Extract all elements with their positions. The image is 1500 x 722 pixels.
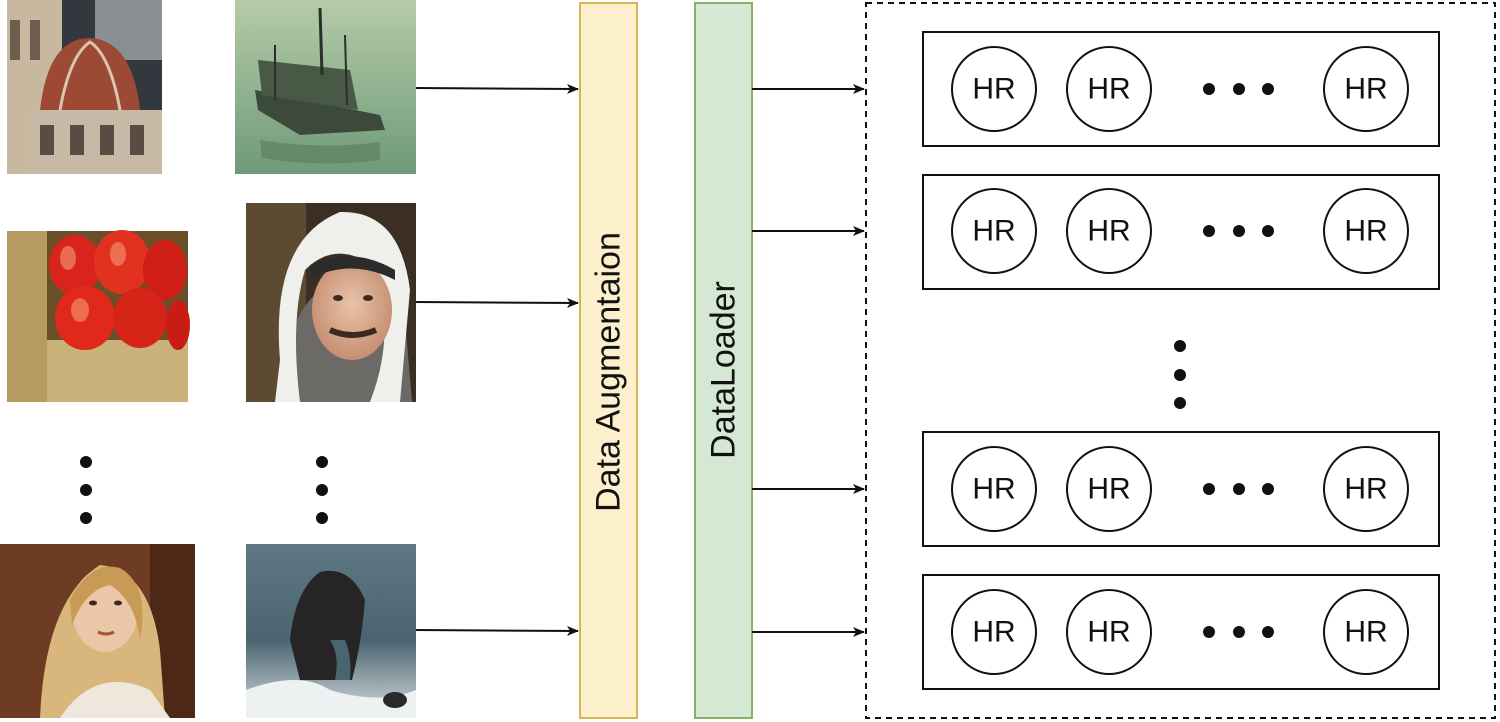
dataloader-box xyxy=(694,2,753,719)
images-ellipsis-left xyxy=(80,456,92,524)
dataloader-block: DataLoader xyxy=(694,2,753,719)
hr-node xyxy=(951,589,1037,675)
image-rock-in-sea xyxy=(246,544,416,718)
batch-row: HR HR HR xyxy=(922,431,1440,547)
hr-label: HR xyxy=(1087,73,1130,106)
hr-label: HR xyxy=(1087,215,1130,248)
batch-row: HR HR HR xyxy=(922,31,1440,147)
hr-node xyxy=(951,446,1037,532)
images-ellipsis-right xyxy=(316,456,328,524)
augmentation-label: Data Augmentaion xyxy=(590,232,628,512)
arrow-image-to-augmentation xyxy=(415,625,579,636)
image-cathedral-dome xyxy=(7,0,162,174)
hr-node xyxy=(951,188,1037,274)
hr-node xyxy=(1066,188,1152,274)
augmentation-block: Data Augmentaion xyxy=(579,2,638,719)
hr-node xyxy=(1323,188,1409,274)
batch-ellipsis xyxy=(1203,83,1274,95)
batch-ellipsis xyxy=(1203,483,1274,495)
batch-row: HR HR HR xyxy=(922,574,1440,690)
hr-node xyxy=(1066,589,1152,675)
dataloader-label: DataLoader xyxy=(705,281,743,459)
hr-node xyxy=(1323,589,1409,675)
hr-node xyxy=(1066,46,1152,132)
hr-label: HR xyxy=(972,73,1015,106)
hr-label: HR xyxy=(1087,473,1130,506)
hr-label: HR xyxy=(1344,73,1387,106)
batch-ellipsis xyxy=(1203,626,1274,638)
batches-ellipsis xyxy=(1174,340,1186,409)
hr-label: HR xyxy=(1344,616,1387,649)
hr-label: HR xyxy=(1087,616,1130,649)
batch-row: HR HR HR xyxy=(922,174,1440,290)
hr-node xyxy=(1323,446,1409,532)
image-man-with-headscarf xyxy=(246,203,416,402)
hr-node xyxy=(951,46,1037,132)
hr-node xyxy=(1323,46,1409,132)
image-woman-portrait xyxy=(0,544,195,718)
hr-label: HR xyxy=(972,616,1015,649)
batch-ellipsis xyxy=(1203,225,1274,237)
arrow-image-to-augmentation xyxy=(415,297,579,308)
image-boat-on-water xyxy=(235,0,416,174)
arrow-image-to-augmentation xyxy=(415,83,579,94)
hr-node xyxy=(1066,446,1152,532)
hr-label: HR xyxy=(1344,215,1387,248)
hr-label: HR xyxy=(1344,473,1387,506)
hr-label: HR xyxy=(972,215,1015,248)
hr-label: HR xyxy=(972,473,1015,506)
image-red-peppers xyxy=(7,230,190,402)
augmentation-box xyxy=(579,2,638,719)
